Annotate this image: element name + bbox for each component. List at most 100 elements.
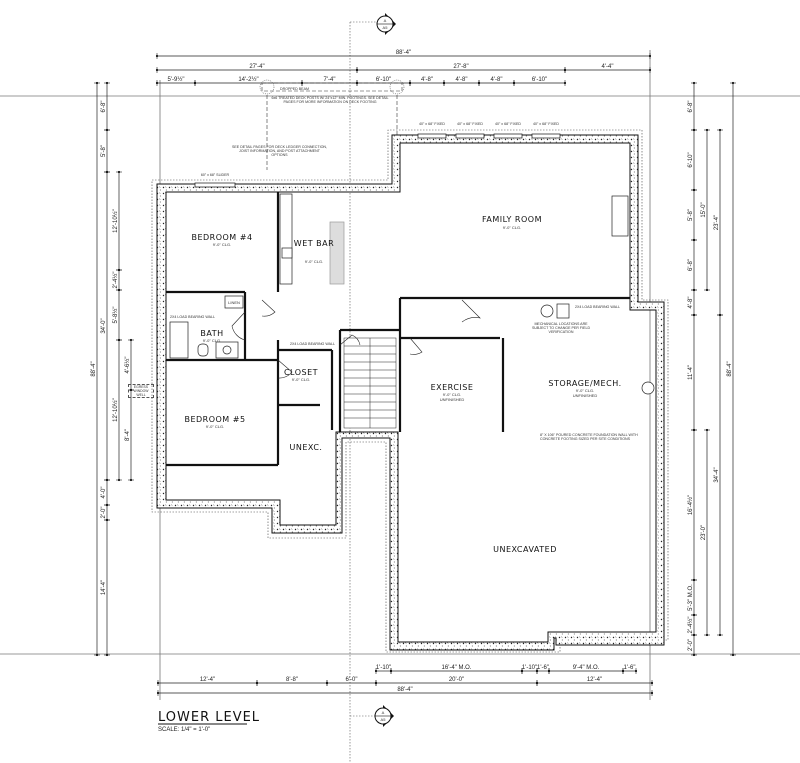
section-marker-top[interactable]: A A5 <box>376 13 396 35</box>
dimension-label: 4'-8" <box>688 297 694 309</box>
window-label: 40" x 68" FIXED <box>533 122 559 126</box>
dimension-tick <box>105 128 109 132</box>
dimension-tick <box>718 128 722 132</box>
dimension-label: 6'-10" <box>376 77 391 83</box>
sump-pump <box>641 381 655 395</box>
dimension-label: 4'-6½" <box>124 357 131 374</box>
dimension-label: 6'-10" <box>688 152 694 167</box>
dimension-tick <box>535 681 539 685</box>
dimension-tick <box>355 68 359 72</box>
dimension-tick <box>117 338 121 342</box>
dimension-tick <box>547 669 551 673</box>
dimension-tick <box>650 691 654 695</box>
dimension-tick <box>563 81 567 85</box>
room-unexcavated: UNEXCAVATED <box>493 545 557 554</box>
fireplace <box>611 195 629 237</box>
dimension-label: 16'-4" M.O. <box>442 665 472 671</box>
dimension-label: 12'-4" <box>200 677 215 683</box>
wet-bar-counter <box>279 193 293 285</box>
furnace <box>556 303 570 319</box>
svg-text:9'-0" CLG.: 9'-0" CLG. <box>503 225 521 230</box>
dimension-label: 6'-8" <box>101 101 107 113</box>
dimension-label: 2'-0" <box>688 639 694 651</box>
dimension-label: 4'-8" <box>491 77 503 83</box>
svg-text:UNFINISHED: UNFINISHED <box>440 397 465 402</box>
deck-beam: DROPPED BEAM <box>259 79 405 170</box>
dimension-tick <box>520 669 524 673</box>
dimension-label: 1'-6" <box>624 665 636 671</box>
svg-text:BEDROOM #5: BEDROOM #5 <box>184 415 245 424</box>
dimension-tick <box>129 478 133 482</box>
dimension-label: 88'-4" <box>727 361 733 376</box>
dimension-label: 4'-8" <box>456 77 468 83</box>
dimension-label: 88'-4" <box>397 687 412 693</box>
section-marker-bottom[interactable]: A A5 <box>374 705 394 727</box>
room-family-room: FAMILY ROOM 9'-0" CLG. <box>482 215 541 230</box>
dimension-tick <box>155 68 159 72</box>
dimension-label: 8'-8" <box>286 677 298 683</box>
dimension-tick <box>325 681 329 685</box>
dimension-tick <box>374 669 378 673</box>
dimension-tick <box>535 669 539 673</box>
load-bearing-note: 2X4 LOAD BEARING WALL <box>170 315 215 319</box>
linen-label: LINEN <box>228 300 240 305</box>
svg-text:CLOSET: CLOSET <box>284 368 318 377</box>
dimension-label: 2'-4½" <box>687 617 694 634</box>
dimension-tick <box>105 653 109 657</box>
dimension-tick <box>117 478 121 482</box>
stairs[interactable] <box>343 337 397 429</box>
dimension-tick <box>156 691 160 695</box>
dimension-tick <box>117 170 121 174</box>
egress-note: EGRESS WINDOW WELL <box>128 384 154 398</box>
dimension-label: 5'-8" <box>688 209 694 221</box>
svg-text:UNEXC.: UNEXC. <box>290 443 323 452</box>
dimension-tick <box>95 81 99 85</box>
svg-text:STORAGE/MECH.: STORAGE/MECH. <box>548 379 621 388</box>
dimension-label: 14'-2½" <box>238 76 258 83</box>
svg-text:9'-0" CLG.: 9'-0" CLG. <box>203 338 221 343</box>
drawing-scale: SCALE: 1/4" = 1'-0" <box>158 727 210 733</box>
room-bath: BATH 9'-0" CLG. <box>200 329 223 343</box>
dimension-tick <box>155 81 159 85</box>
dimension-label: 1'-6" <box>537 665 549 671</box>
section-sheet: A5 <box>383 25 389 30</box>
room-wet-bar: WET BAR 9'-0" CLG. <box>294 239 334 264</box>
dimension-tick <box>718 633 722 637</box>
dimension-tick <box>705 428 709 432</box>
room-exercise: EXERCISE 9'-0" CLG. UNFINISHED <box>431 383 473 402</box>
linen-closet <box>224 295 244 309</box>
dimension-tick <box>648 54 652 58</box>
dimension-label: 5'-8" <box>101 145 107 157</box>
dimension-tick <box>563 68 567 72</box>
dimension-label: 88'-4" <box>396 50 411 56</box>
dimension-label: 88'-4" <box>91 361 97 376</box>
toilet <box>197 343 209 357</box>
dimension-tick <box>692 653 696 657</box>
dimension-tick <box>621 669 625 673</box>
room-bedroom-4: BEDROOM #4 9'-0" CLG. <box>191 233 252 247</box>
dimension-label: 1'-10" <box>522 665 537 671</box>
svg-text:WET BAR: WET BAR <box>294 239 334 248</box>
window-label: 40" x 68" FIXED <box>495 122 521 126</box>
bar-sink <box>281 247 293 259</box>
dimension-tick <box>692 313 696 317</box>
svg-text:9'-0" CLG.: 9'-0" CLG. <box>292 377 310 382</box>
dimension-tick <box>705 633 709 637</box>
ledger-note: SEE DETAIL PAGES FOR DECK LEDGER CONNECT… <box>232 145 327 157</box>
room-closet: CLOSET 9'-0" CLG. <box>284 368 318 382</box>
dimension-label: 34'-4" <box>714 467 720 482</box>
dimension-tick <box>692 428 696 432</box>
svg-text:UNFINISHED: UNFINISHED <box>573 393 598 398</box>
dimension-label: 5'-9½" <box>168 76 185 83</box>
dimension-tick <box>692 613 696 617</box>
dimension-tick <box>705 288 709 292</box>
dimension-tick <box>731 81 735 85</box>
dimension-label: 5'-8½" <box>112 307 119 324</box>
foundation-note: 8" X 106" POURED CONCRETE FOUNDATION WAL… <box>540 433 638 441</box>
svg-text:UNEXCAVATED: UNEXCAVATED <box>493 545 557 554</box>
water-heater <box>540 304 554 318</box>
dimension-tick <box>374 681 378 685</box>
doors[interactable] <box>231 299 481 379</box>
dimension-label: 15'-0" <box>701 202 707 217</box>
dimension-tick <box>477 81 481 85</box>
